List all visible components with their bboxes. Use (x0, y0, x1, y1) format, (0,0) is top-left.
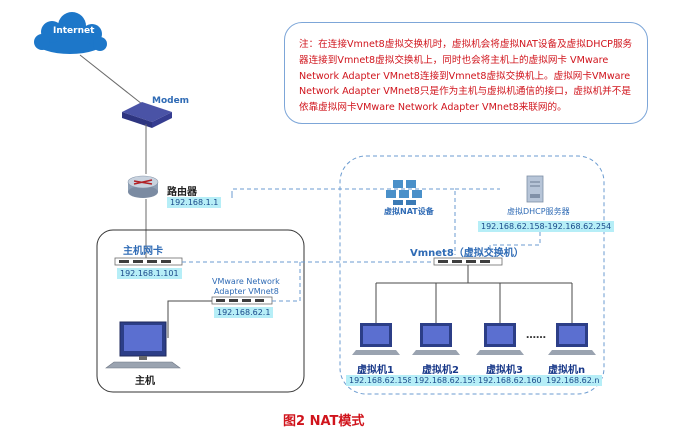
vm-computer-icon (548, 323, 596, 355)
router-label: 路由器 (167, 187, 197, 198)
network-card-icon (114, 257, 183, 266)
figure-caption: 图2 NAT模式 (283, 414, 365, 429)
vm-computer-icon (476, 323, 524, 355)
virtual-switch-icon (433, 257, 503, 266)
dhcp-server-label: 虚拟DHCP服务器 (507, 207, 570, 216)
vswitch-label: Vmnet8（虚拟交换机） (410, 248, 524, 259)
host-computer-label: 主机 (135, 376, 155, 387)
nat-device-icon (386, 180, 422, 205)
vmnet8-adapter-icon (211, 296, 273, 305)
host-nic-ip: 192.168.1.101 (117, 268, 182, 279)
vm-computer-icon (352, 323, 400, 355)
ellipsis: …… (526, 330, 546, 341)
modem-icon (122, 102, 172, 128)
vm-ip: 192.168.62.158 (346, 375, 416, 386)
vmnet8-adapter-ip: 192.168.62.1 (214, 307, 274, 318)
dhcp-ip-range: 192.168.62.158-192.168.62.254 (478, 221, 615, 232)
vm-ip: 192.168.62.159 (411, 375, 481, 386)
host-nic-label: 主机网卡 (123, 246, 163, 257)
host-computer-icon (105, 321, 181, 369)
nat-device-label: 虚拟NAT设备 (384, 207, 434, 216)
vm-ip: 192.168.62.n (543, 375, 603, 386)
vm-computer-icon (412, 323, 460, 355)
internet-label: Internet (53, 26, 95, 36)
link-line (167, 300, 212, 338)
link-line (79, 54, 143, 105)
vm-label: 虚拟机1 (357, 365, 394, 376)
vm-ip: 192.168.62.160 (475, 375, 545, 386)
router-ip: 192.168.1.1 (167, 197, 222, 208)
server-icon (526, 175, 544, 203)
vm-label: 虚拟机2 (422, 365, 459, 376)
nat-bridge-line (231, 188, 456, 226)
cloud-icon (34, 12, 107, 54)
router-icon (127, 175, 159, 198)
virtual-network-boundary (339, 155, 605, 395)
host-boundary (96, 229, 305, 393)
vmnet8-adapter-label: VMware Network Adapter VMnet8 (212, 277, 280, 296)
modem-label: Modem (152, 96, 190, 106)
annotation-note: 注：在连接Vmnet8虚拟交换机时，虚拟机会将虚拟NAT设备及虚拟DHCP服务器… (284, 22, 648, 124)
vm-label: 虚拟机n (548, 365, 586, 376)
vm-label: 虚拟机3 (486, 365, 523, 376)
